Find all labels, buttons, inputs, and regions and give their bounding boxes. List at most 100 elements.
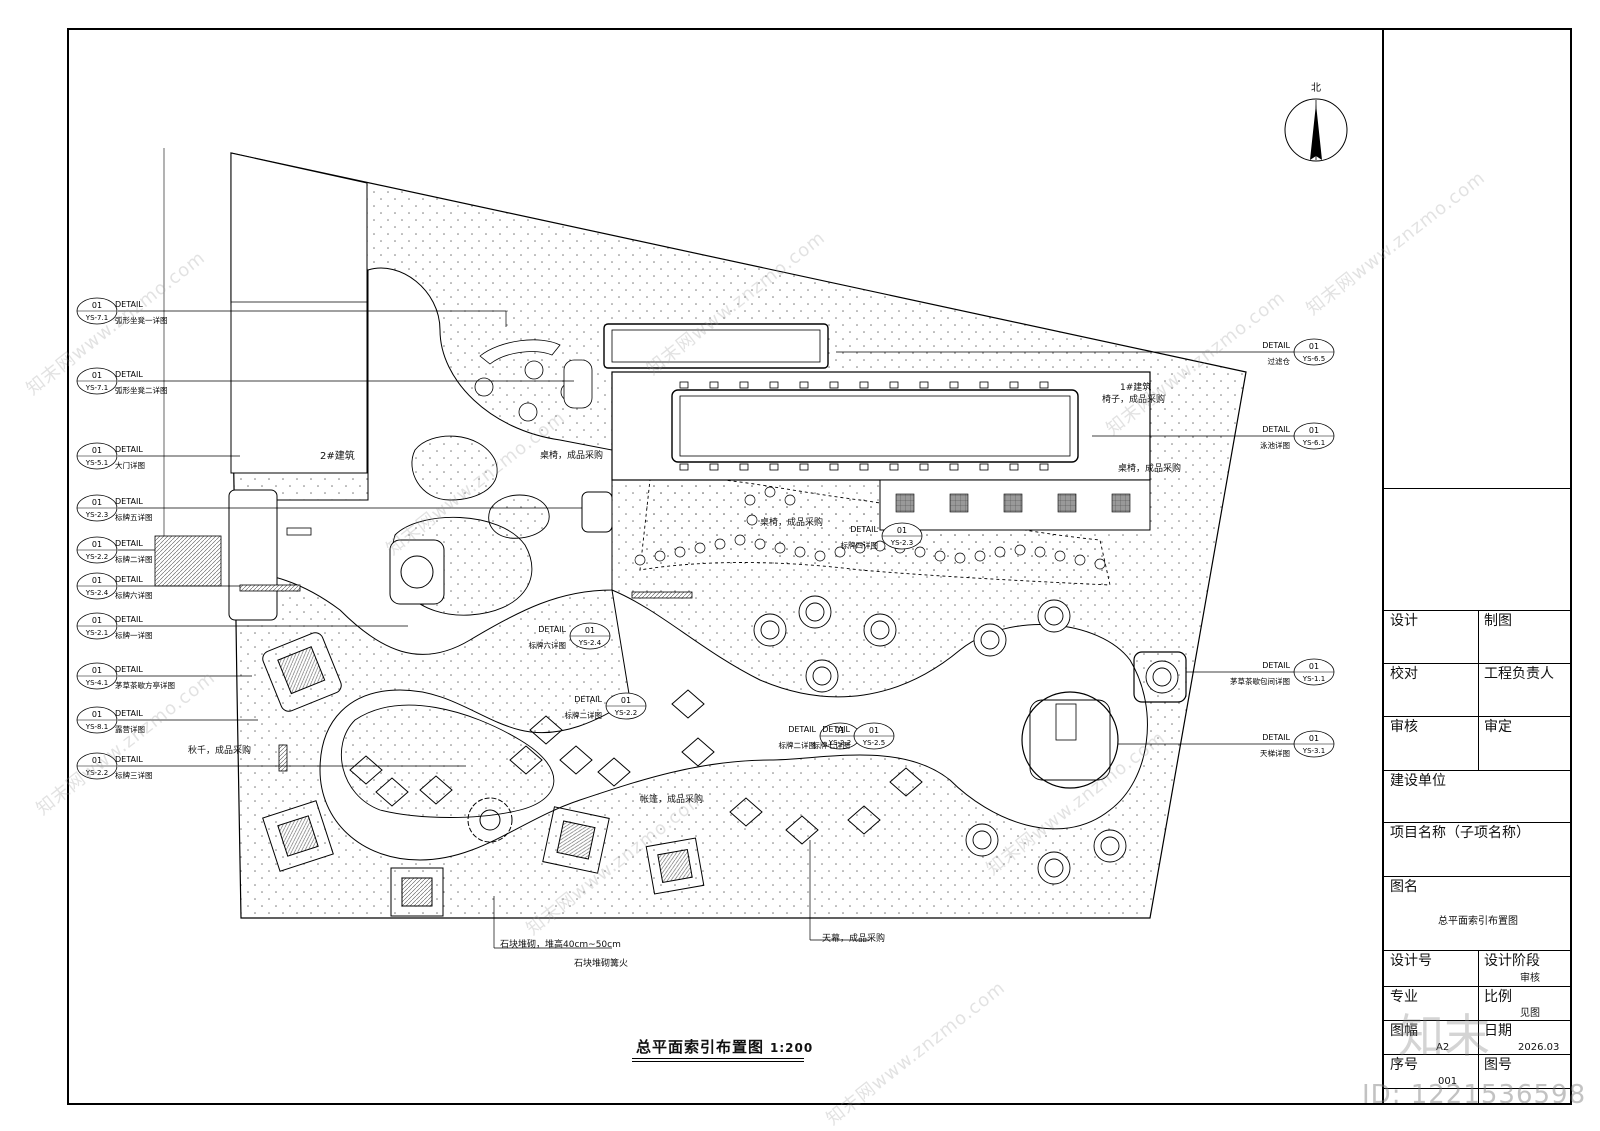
right-callout-sheet-1: YS-6.1 <box>1302 439 1325 447</box>
right-callout-desc-3: 天梯详图 <box>1260 748 1290 758</box>
right-callout-tag-1: DETAIL <box>1262 425 1290 434</box>
left-callout-num-6: 01 <box>92 616 102 625</box>
table-sets-top <box>474 339 593 422</box>
tb-engineer: 工程负责人 <box>1484 666 1554 682</box>
left-callout-sheet-1: YS-7.1 <box>85 384 108 392</box>
left-callout-num-4: 01 <box>92 540 102 549</box>
note-building2: 2#建筑 <box>320 451 355 462</box>
right-callout-num-3: 01 <box>1309 734 1319 743</box>
left-callout-desc-6: 标牌一详图 <box>115 630 153 640</box>
detail-callouts: 01YS-7.1DETAIL弧形坐凳一详图01YS-7.1DETAIL弧形坐凳二… <box>76 297 1335 780</box>
note-stone-fire: 石块堆砌篝火 <box>574 959 629 969</box>
left-callout-num-3: 01 <box>92 498 102 507</box>
drawing-scale: 1:200 <box>770 1041 814 1055</box>
inner-callout-desc-4: 标牌七详图 <box>813 740 851 750</box>
inner-callout-tag-4: DETAIL <box>822 725 850 734</box>
right-callout-desc-1: 泳池详图 <box>1260 440 1290 450</box>
tb-approve: 审定 <box>1484 719 1512 735</box>
left-callout-sheet-6: YS-2.1 <box>85 629 108 637</box>
tb-date: 日期 <box>1484 1023 1512 1039</box>
thatched-pavilions <box>262 632 705 917</box>
inner-callout-desc-0: 标牌四详图 <box>841 540 879 550</box>
note-canopy2: 天幕，成品采购 <box>822 934 886 944</box>
left-callout-num-9: 01 <box>92 756 102 765</box>
left-callout-num-5: 01 <box>92 576 102 585</box>
note-chairs: 椅子，成品采购 <box>1102 395 1166 405</box>
drawing-title-text: 总平面索引布置图 <box>636 1038 765 1056</box>
left-callout-num-7: 01 <box>92 666 102 675</box>
title-underline <box>632 1058 804 1059</box>
swimming-pool <box>671 389 1079 463</box>
right-callout-sheet-3: YS-3.1 <box>1302 747 1325 755</box>
right-callout-num-1: 01 <box>1309 426 1319 435</box>
drawing-title: 总平面索引布置图 1:200 <box>636 1036 813 1057</box>
building-2 <box>230 152 368 474</box>
tb-design-stage: 设计阶段 <box>1484 953 1540 969</box>
note-stone-wall: 石块堆砌，堆高40cm~50cm <box>500 940 621 950</box>
tb-design: 设计 <box>1390 613 1418 629</box>
left-callout-desc-1: 弧形坐凳二详图 <box>115 385 168 395</box>
left-callout-desc-5: 标牌六详图 <box>115 590 153 600</box>
left-callout-sheet-3: YS-2.3 <box>85 511 108 519</box>
id-tag: ID: 1221536598 <box>1362 1080 1587 1110</box>
left-callout-tag-4: DETAIL <box>115 539 143 548</box>
left-callout-sheet-7: YS-4.1 <box>85 679 108 687</box>
left-callout-num-2: 01 <box>92 446 102 455</box>
left-callout-desc-2: 大门详图 <box>115 460 145 470</box>
tb-draw: 制图 <box>1484 613 1512 629</box>
inner-callout-num-2: 01 <box>621 696 631 705</box>
left-callout-tag-2: DETAIL <box>115 445 143 454</box>
inner-callout-sheet-2: YS-2.2 <box>614 709 637 717</box>
entrance-steps <box>154 535 222 587</box>
right-callout-sheet-2: YS-1.1 <box>1302 675 1325 683</box>
tb-client: 建设单位 <box>1390 773 1446 789</box>
left-callout-desc-3: 标牌五详图 <box>115 512 153 522</box>
tb-seq: 序号 <box>1390 1057 1418 1073</box>
left-callout-tag-3: DETAIL <box>115 497 143 506</box>
inner-callout-desc-3: 标牌二详图 <box>779 740 817 750</box>
left-callout-sheet-8: YS-8.1 <box>85 723 108 731</box>
left-callout-desc-4: 标牌二详图 <box>115 554 153 564</box>
left-callout-desc-7: 茅草茶歇方亭详图 <box>115 680 175 690</box>
left-callout-num-8: 01 <box>92 710 102 719</box>
tb-seq-value: 001 <box>1438 1076 1458 1087</box>
north-arrow-icon <box>1284 98 1348 162</box>
inner-callout-sheet-3: YS-2.2 <box>828 739 851 747</box>
left-callout-sheet-9: YS-2.2 <box>85 769 108 777</box>
left-callout-tag-0: DETAIL <box>115 300 143 309</box>
left-callout-sheet-4: YS-2.2 <box>85 553 108 561</box>
inner-callout-tag-3: DETAIL <box>788 725 816 734</box>
left-callout-desc-8: 露营详图 <box>115 724 145 734</box>
inner-callout-desc-2: 标牌二详图 <box>565 710 603 720</box>
canopy-shades <box>349 689 923 845</box>
inner-callout-num-4: 01 <box>869 726 879 735</box>
drawing-frame <box>67 28 1572 1105</box>
right-callout-tag-3: DETAIL <box>1262 733 1290 742</box>
title-block: 设计 制图 校对 工程负责人 审核 审定 建设单位 项目名称（子项名称） 图名 … <box>1382 30 1572 1104</box>
left-callout-tag-7: DETAIL <box>115 665 143 674</box>
inner-callout-tag-1: DETAIL <box>538 625 566 634</box>
left-callout-desc-9: 标牌三详图 <box>115 770 153 780</box>
left-callout-tag-6: DETAIL <box>115 615 143 624</box>
planting-islands <box>341 435 1111 818</box>
right-callout-desc-2: 茅草茶歇包间详图 <box>1230 676 1290 686</box>
round-pavilion <box>389 539 445 605</box>
right-callout-tag-2: DETAIL <box>1262 661 1290 670</box>
left-callout-tag-9: DETAIL <box>115 755 143 764</box>
inner-callout-num-3: 01 <box>835 726 845 735</box>
right-callout-num-2: 01 <box>1309 662 1319 671</box>
inner-callout-sheet-4: YS-2.5 <box>862 739 885 747</box>
tb-review: 审核 <box>1390 719 1418 735</box>
tb-check: 校对 <box>1390 666 1418 682</box>
